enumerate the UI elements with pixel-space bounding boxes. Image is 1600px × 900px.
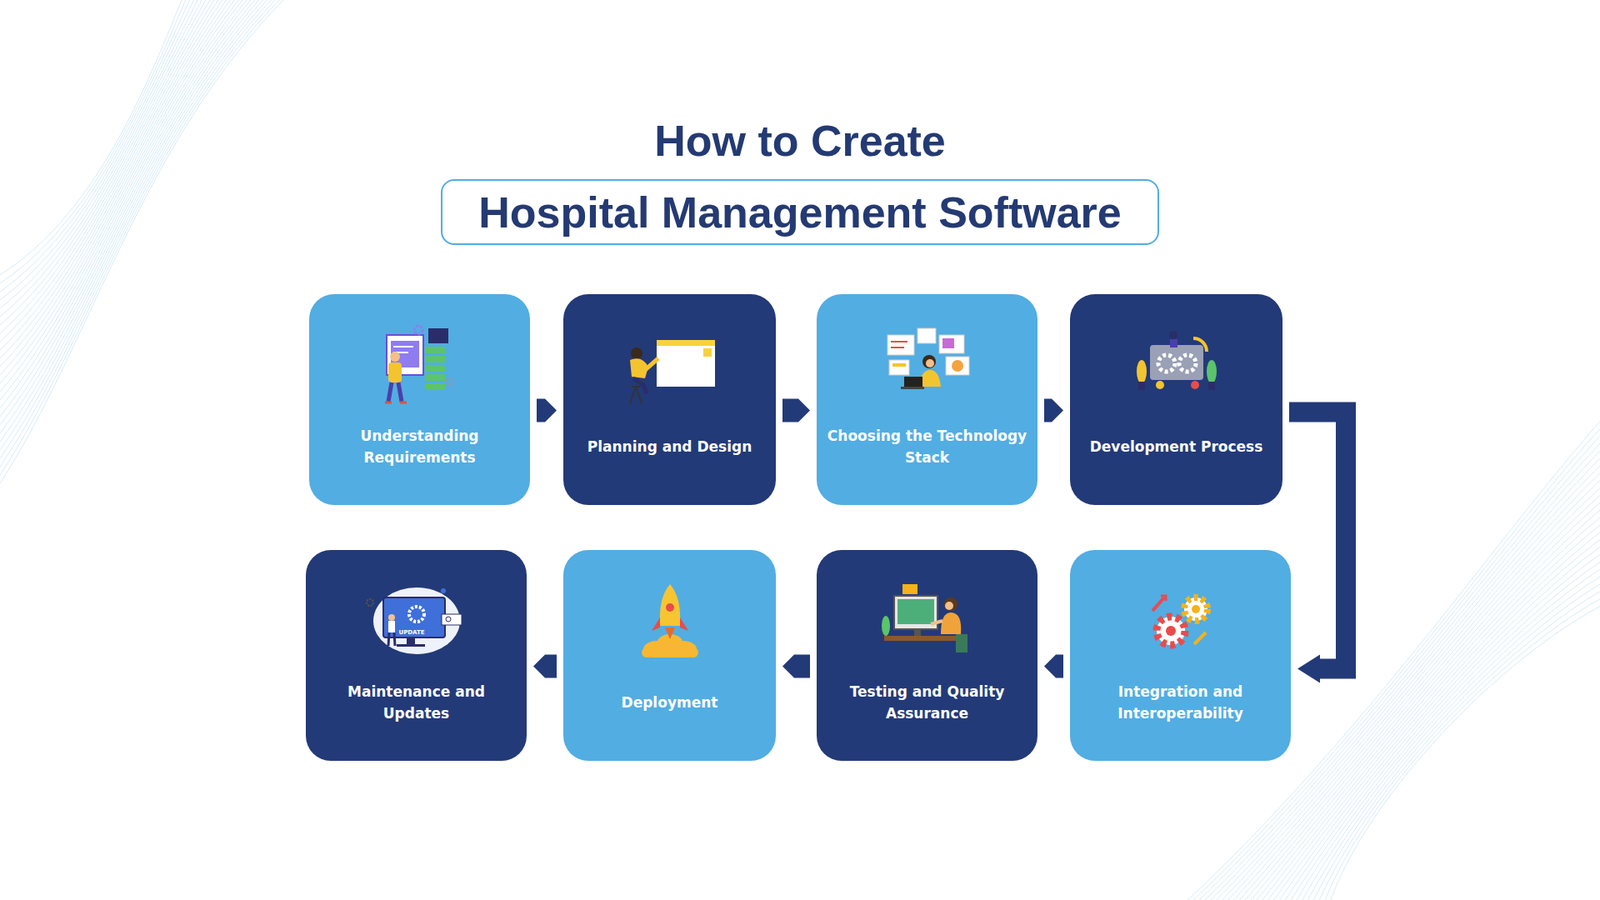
step-illustration — [865, 568, 990, 677]
screen-label: UPDATE — [398, 629, 425, 636]
step-illustration — [607, 312, 733, 421]
wave-line — [1276, 536, 1600, 900]
wave-line — [1288, 551, 1600, 900]
step-box: Understanding Requirements — [309, 294, 530, 505]
step-illustration — [1118, 568, 1244, 677]
wave-line — [1241, 491, 1600, 900]
wave-line — [1323, 596, 1600, 900]
wave-line — [0, 0, 250, 409]
wave-line — [0, 0, 284, 475]
title-box: Hospital Management Software — [440, 179, 1160, 245]
wave-line — [1317, 589, 1600, 900]
wave-line — [0, 0, 288, 484]
title-box-text: Hospital Management Software — [478, 187, 1121, 238]
arrow-head — [1297, 655, 1320, 684]
step-illustration — [607, 568, 733, 677]
wave-line — [0, 0, 200, 309]
step-label: Integration and Interoperability — [1078, 680, 1283, 725]
step-label: Development Process — [1090, 435, 1264, 458]
step-box: Testing and Quality Assurance — [816, 550, 1038, 761]
step-label: Maintenance and Updates — [314, 680, 519, 725]
step-illustration — [865, 312, 990, 421]
step-arrow — [1044, 399, 1064, 423]
step-box: Deployment — [563, 550, 776, 761]
wave-line — [1253, 506, 1600, 900]
wave-line — [1247, 499, 1600, 900]
wave-line — [1282, 544, 1600, 900]
wave-line — [0, 0, 230, 367]
title-text: How to Create — [0, 115, 1600, 166]
bracket-line — [1289, 412, 1346, 670]
wave-line — [0, 0, 271, 450]
step-arrow — [536, 399, 557, 423]
arrow-shape — [782, 399, 810, 423]
arrow-shape — [1044, 655, 1064, 679]
step-label: Choosing the Technology Stack — [825, 425, 1030, 469]
step-box: Choosing the Technology Stack — [816, 294, 1038, 505]
wave-line — [1259, 514, 1600, 900]
wave-line — [1329, 604, 1600, 900]
arrow-shape — [533, 655, 557, 679]
wave-line — [0, 0, 205, 317]
step-illustration — [1114, 312, 1240, 421]
arrow-shape — [782, 655, 810, 679]
step-box: Maintenance and Updates — [305, 550, 527, 761]
step-arrow — [533, 655, 557, 679]
wave-line — [0, 0, 275, 459]
wave-line — [0, 0, 221, 350]
step-illustration — [357, 312, 483, 421]
wave-line — [0, 0, 255, 417]
step-label: Testing and Quality Assurance — [825, 680, 1030, 725]
step-illustration — [354, 568, 480, 677]
wave-line — [0, 0, 217, 342]
arrow-shape — [536, 399, 557, 423]
step-arrow — [782, 399, 810, 423]
step-box: Planning and Design — [563, 294, 776, 505]
arrow-shape — [1044, 399, 1064, 423]
step-arrow — [1289, 412, 1346, 684]
step-label: Planning and Design — [587, 435, 753, 458]
step-box: Integration and Interoperability — [1070, 550, 1291, 761]
wave-line — [0, 0, 213, 334]
step-arrow — [782, 655, 810, 679]
wave-line — [0, 0, 184, 275]
step-arrow — [1044, 655, 1064, 679]
wave-line — [0, 0, 242, 392]
step-label: Understanding Requirements — [317, 425, 522, 469]
step-label: Deployment — [621, 691, 719, 714]
wave-line — [0, 0, 280, 467]
wave-line — [0, 0, 234, 375]
step-box: Development Process — [1070, 294, 1283, 505]
wave-line — [1270, 529, 1600, 900]
wave-line — [1265, 521, 1600, 900]
